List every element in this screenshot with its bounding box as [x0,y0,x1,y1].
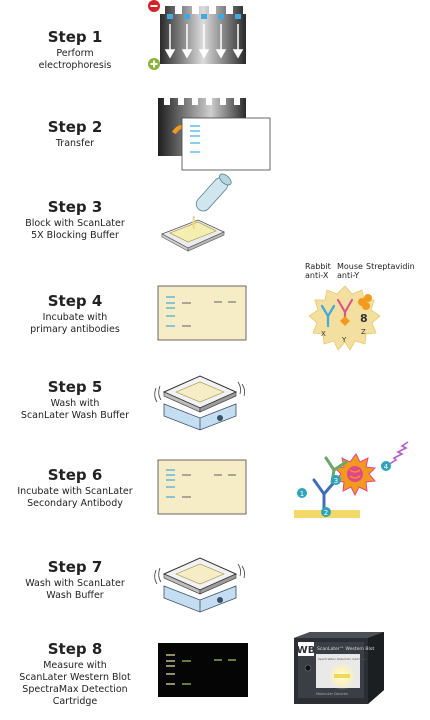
step-1: Step 1 Perform electrophoresis [0,28,150,72]
cartridge-sub: SpectraMax Detection Cartridge [318,657,366,661]
step-5: Step 5 Wash with ScanLater Wash Buffer [0,378,150,422]
rabbit-anti-x-label: Rabbit anti-X [305,262,331,280]
anti-x-label: anti-X [305,271,329,280]
streptavidin-label: Streptavidin [366,262,415,271]
step-7: Step 7 Wash with ScanLater Wash Buffer [0,558,150,602]
anti-y-label: anti-Y [337,271,360,280]
step-4-title: Step 4 [47,292,103,310]
electrophoresis-gel-illustration [148,0,246,70]
primary-membrane-illustration [157,285,247,341]
badge-1: 1 [300,490,304,498]
step-5-desc-1: Wash with [50,398,100,409]
brand-label: Molecular Devices [316,692,348,696]
step-1-title: Step 1 [47,28,103,46]
detection-cartridge-illustration: WB ScanLater™ Western Blot SpectraMax De… [294,632,384,704]
badge-2: 2 [324,509,328,517]
mouse-anti-y-label: Mouse anti-Y [337,262,363,280]
step-7-title: Step 7 [47,558,103,576]
minus-icon [148,0,160,12]
plus-icon [148,58,160,70]
step-4-desc-1: Incubate with [42,312,108,323]
secondary-antibody-illustration: 1 2 3 4 [294,441,409,518]
step-6-title: Step 6 [47,466,103,484]
step-6: Step 6 Incubate with ScanLater Secondary… [0,466,150,510]
transfer-illustration [158,98,271,171]
step-3: Step 3 Block with ScanLater 5X Blocking … [0,198,150,242]
step-7-desc-1: Wash with ScanLater [25,578,125,589]
badge-3: 3 [334,477,338,485]
step-3-title: Step 3 [47,198,103,216]
rabbit-label: Rabbit [305,262,331,271]
step-badges: 1 2 3 4 [297,461,391,517]
x-target-label: X [321,330,326,338]
step-5-title: Step 5 [47,378,103,396]
step-2: Step 2 Transfer [0,118,150,150]
step-8-desc-1: Measure with [43,660,107,671]
y-target-label: Y [341,336,347,344]
step-3-desc-1: Block with ScanLater [25,218,125,229]
step-1-desc-2: electrophoresis [38,60,112,71]
wb-badge: WB [297,645,316,656]
step-8-desc-2: ScanLater Western Blot [19,672,131,683]
secondary-membrane-illustration [157,459,247,515]
step-8-title: Step 8 [47,640,103,658]
step-3-desc-2: 5X Blocking Buffer [31,230,119,241]
z-target-label: Z [361,328,366,336]
badge-4: 4 [384,463,389,471]
step-8: Step 8 Measure with ScanLater Western Bl… [0,640,150,708]
wash-rocker-illustration-2 [154,557,246,613]
step-2-desc-1: Transfer [55,138,95,149]
step-5-desc-2: ScanLater Wash Buffer [20,410,130,421]
measured-blot-illustration [158,643,248,697]
z-glyph: 8 [360,312,368,325]
step-7-desc-2: Wash Buffer [46,590,104,601]
step-4: Step 4 Incubate with primary antibodies [0,292,150,336]
step-1-desc-1: Perform [56,48,94,59]
wash-rocker-illustration [154,375,246,431]
mouse-label: Mouse [337,262,363,271]
step-6-desc-1: Incubate with ScanLater [17,486,133,497]
primary-antibodies-illustration: 8 X Y Z [308,285,381,351]
blocking-illustration [161,173,232,252]
step-8-desc-3: SpectraMax Detection Cartridge [22,684,128,707]
step-6-desc-2: Secondary Antibody [27,498,123,509]
step-4-desc-2: primary antibodies [30,324,120,335]
step-2-title: Step 2 [47,118,103,136]
cartridge-name: ScanLater™ Western Blot [317,646,374,652]
nanoparticle-icon [333,453,377,497]
